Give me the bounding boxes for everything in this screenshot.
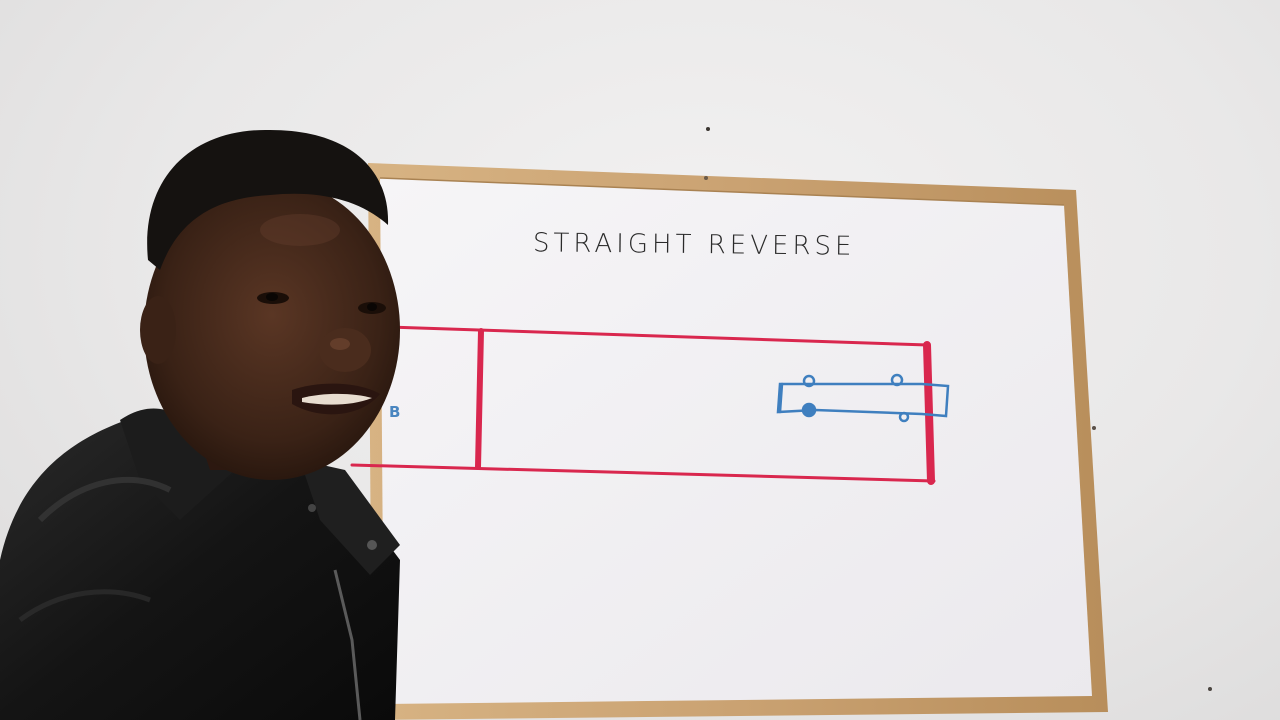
whiteboard-frame (368, 163, 1108, 720)
red-panel-outline (350, 324, 936, 485)
person (0, 129, 400, 720)
diagram-label-b: B (389, 403, 401, 421)
whiteboard-title: STRAIGHT REVERSE (532, 228, 856, 262)
blue-switch-diagram (776, 373, 950, 423)
